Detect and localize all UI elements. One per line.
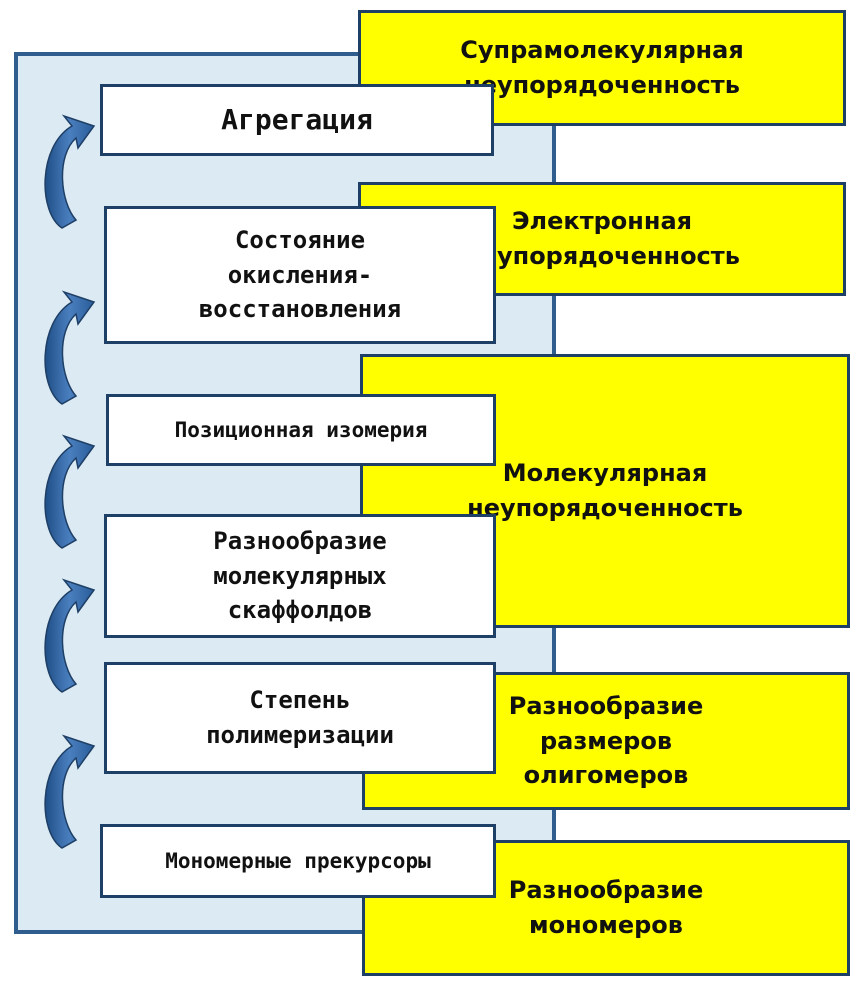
oligomer-size-diversity-box: Разнообразие размеров олигомеров: [362, 672, 850, 810]
monomer-diversity-box: Разнообразие мономеров: [362, 840, 850, 976]
arrow-up-icon: [44, 291, 95, 405]
level-degree-of-polymerization: Степень полимеризации: [104, 662, 496, 774]
level-redox-state: Состояние окисления- восстановления: [104, 206, 496, 344]
level-aggregation: Агрегация: [100, 84, 494, 156]
level-monomer-precursors: Мономерные прекурсоры: [100, 824, 496, 898]
arrow-up-icon: [44, 435, 95, 549]
arrow-up-icon: [44, 735, 95, 849]
arrow-up-icon: [44, 579, 95, 693]
level-positional-isomerism: Позиционная изомерия: [106, 394, 496, 466]
level-scaffold-diversity: Разнообразие молекулярных скаффолдов: [104, 514, 496, 638]
arrow-up-icon: [44, 115, 95, 229]
